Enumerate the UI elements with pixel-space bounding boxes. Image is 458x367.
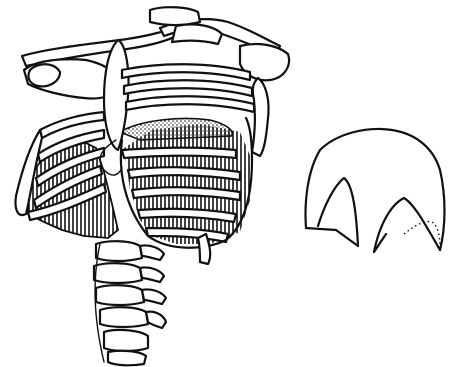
ribcage-interior-hatching xyxy=(124,124,252,244)
diaphragm-stipple xyxy=(120,119,232,141)
diaphragm-dome xyxy=(306,129,445,252)
thorax-skeleton xyxy=(15,7,289,365)
vertebra xyxy=(96,285,144,305)
rib xyxy=(122,148,236,158)
vertebra xyxy=(100,307,148,327)
right-crus xyxy=(374,198,440,252)
vertebra xyxy=(94,263,142,283)
left-shoulder-joint xyxy=(28,64,60,86)
rib xyxy=(122,64,250,80)
vertebra xyxy=(96,241,142,261)
vertebra xyxy=(108,351,146,366)
vertebra xyxy=(104,330,148,351)
lumbar-spine xyxy=(94,241,166,365)
rib xyxy=(124,80,252,96)
left-crus xyxy=(318,178,358,246)
dome-outline xyxy=(306,129,445,250)
dome-base xyxy=(306,228,358,246)
right-ribs xyxy=(122,64,254,242)
vertebral-process xyxy=(140,267,164,282)
right-humerus-stub xyxy=(252,78,269,156)
rib xyxy=(126,96,254,112)
vertebral-process xyxy=(140,245,164,260)
manubrium xyxy=(150,7,200,25)
left-clavicle xyxy=(22,26,180,66)
vertebral-process xyxy=(146,312,166,328)
lower-rib-tip xyxy=(198,234,210,264)
vertebral-process xyxy=(142,289,166,304)
